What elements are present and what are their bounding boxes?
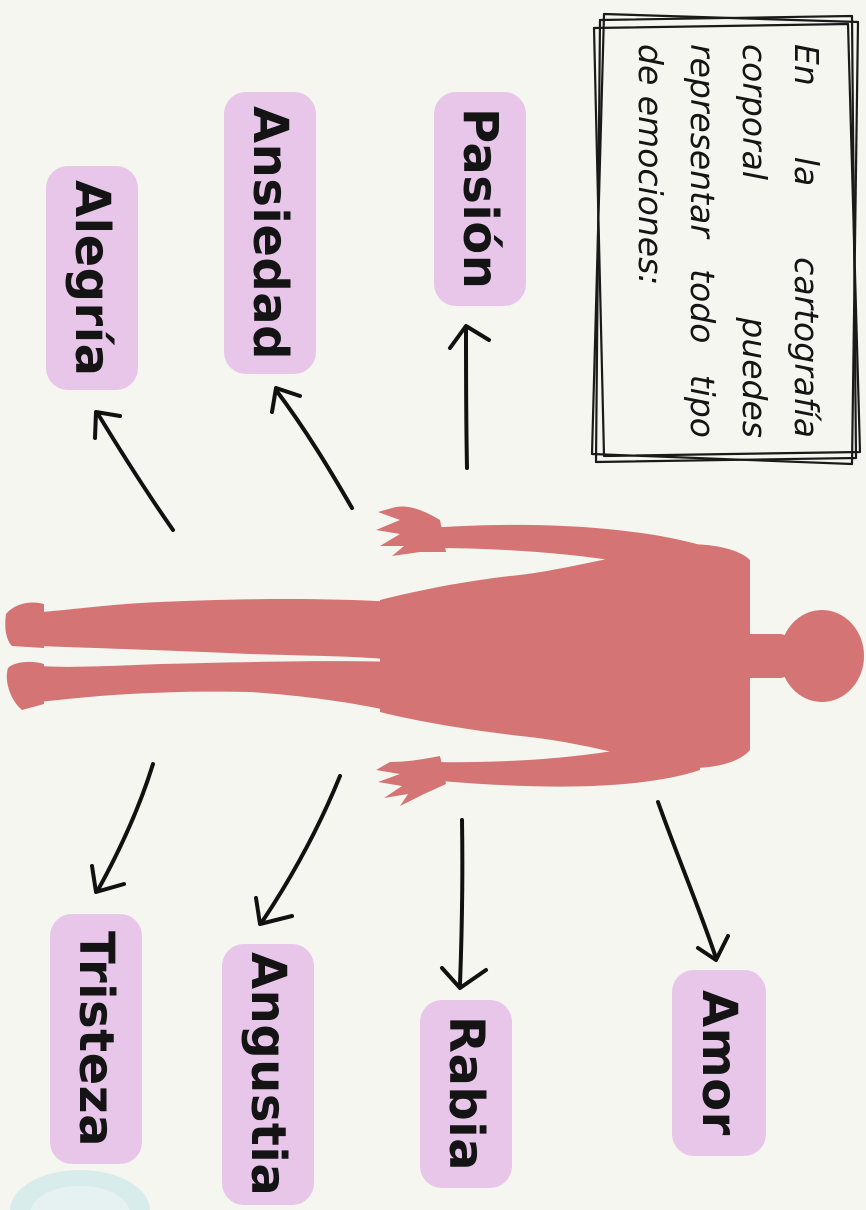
label-rabia: Rabia (420, 1000, 512, 1188)
label-angustia-text: Angustia (240, 952, 296, 1196)
label-tristeza-text: Tristeza (68, 931, 124, 1147)
label-rabia-text: Rabia (438, 1016, 494, 1171)
label-amor-text: Amor (691, 990, 747, 1136)
label-ansiedad: Ansiedad (224, 92, 316, 374)
label-tristeza: Tristeza (50, 914, 142, 1164)
label-amor: Amor (672, 970, 766, 1156)
label-alegria: Alegría (46, 166, 138, 390)
label-pasion-text: Pasión (452, 108, 508, 289)
label-pasion: Pasión (434, 92, 526, 306)
label-ansiedad-text: Ansiedad (242, 106, 298, 360)
label-angustia: Angustia (222, 944, 314, 1205)
label-alegria-text: Alegría (64, 180, 120, 377)
